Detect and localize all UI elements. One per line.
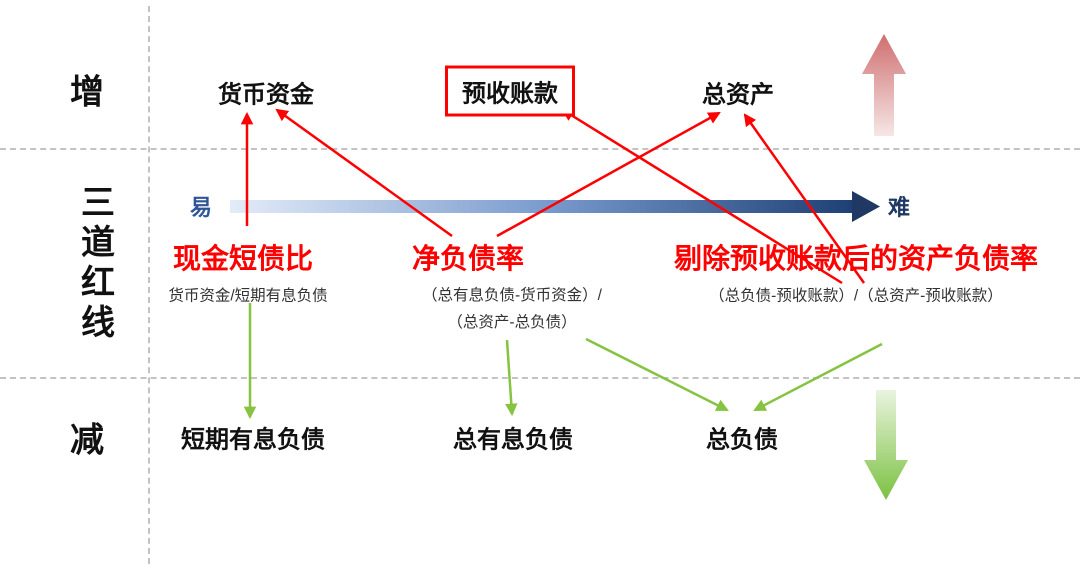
formula-line: 货币资金/短期有息负债 [168, 287, 328, 305]
top-horizontal-dashed-line [0, 148, 1080, 150]
ratio-title-net-gearing: 净负债率 [411, 243, 525, 274]
item-total-liabilities: 总负债 [706, 426, 778, 454]
item-short-term-interest-debt: 短期有息负债 [181, 426, 325, 454]
row-label-three-red-lines: 三道红线 [75, 184, 114, 344]
ratio-title-liability-excl-advance: 剔除预收账款后的资产负债率 [673, 243, 1039, 274]
formula-line: （总资产-总负债） [447, 314, 577, 331]
arrow-net-gearing-to-monetary-funds [275, 108, 453, 238]
ratio-formula-net-gearing: （总有息负债-货币资金）/ （总资产-总负债） [422, 282, 602, 336]
difficulty-gradient-arrow [230, 191, 880, 222]
vertical-divider-dashed-line [148, 6, 150, 564]
item-monetary-funds: 货币资金 [218, 81, 314, 109]
arrow-net-gearing-to-total-assets [496, 111, 721, 238]
arrow-net-gearing-to-total-liabilities [585, 337, 729, 412]
item-total-interest-debt: 总有息负债 [453, 426, 573, 454]
item-advance-receipts: 预收账款 [462, 80, 558, 108]
ratio-formula-liability-excl-advance: （总负债-预收账款）/（总资产-预收账款） [709, 283, 1003, 310]
item-total-assets: 总资产 [702, 81, 774, 109]
formula-line: （总负债-预收账款）/（总资产-预收账款） [709, 287, 1003, 305]
axis-label-hard: 难 [887, 195, 911, 220]
row-label-decrease: 减 [70, 421, 104, 460]
ratio-title-cash-short-debt: 现金短债比 [172, 243, 314, 274]
bottom-horizontal-dashed-line [0, 377, 1080, 379]
row-label-increase: 增 [70, 73, 104, 112]
ratio-formula-cash-short-debt: 货币资金/短期有息负债 [168, 283, 327, 310]
advance-receipts-highlight-box: 预收账款 [445, 65, 575, 117]
increase-up-arrow [862, 34, 906, 136]
formula-line: （总有息负债-货币资金）/ [422, 287, 602, 304]
axis-label-easy: 易 [189, 195, 213, 220]
decrease-down-arrow [864, 390, 908, 500]
